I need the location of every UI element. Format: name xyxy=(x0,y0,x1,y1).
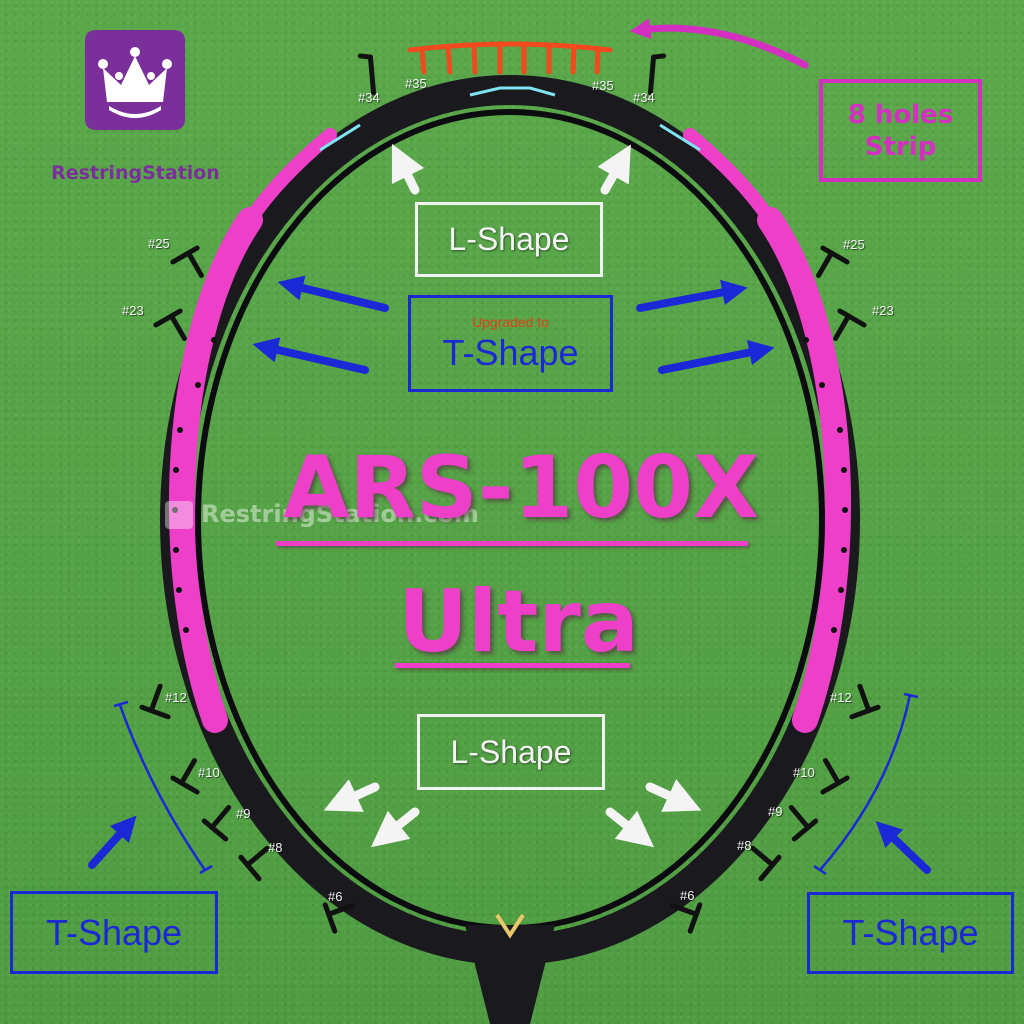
watermark-text: RestringStation.com xyxy=(201,500,479,528)
strip-box: 8 holes Strip xyxy=(819,79,982,182)
l-shape-top-box: L-Shape xyxy=(415,202,603,277)
pin-label-left-12: #12 xyxy=(165,690,187,705)
pin-label-left-9: #9 xyxy=(236,806,251,821)
magenta-arrow xyxy=(629,18,809,69)
l-shape-bottom-box: L-Shape xyxy=(417,714,605,790)
grommet-holes xyxy=(172,337,848,633)
l-shape-top-label: L-Shape xyxy=(448,221,570,257)
pin-label-left-8: #8 xyxy=(268,840,283,855)
pin-label-right-25: #25 xyxy=(843,237,865,252)
t-shape-right-label: T-Shape xyxy=(842,912,979,953)
white-arrows xyxy=(323,143,702,848)
l-shape-bottom-label: L-Shape xyxy=(450,733,572,770)
watermark: RestringStation.com xyxy=(165,500,479,529)
logo xyxy=(85,30,185,155)
t-shape-brackets xyxy=(113,692,919,876)
title-line2-underline xyxy=(395,663,630,668)
t-shape-right-box: T-Shape xyxy=(807,892,1014,974)
brand-name: RestringStation xyxy=(51,162,220,184)
t-shape-left-box: T-Shape xyxy=(10,891,218,974)
pin-label-right-12: #12 xyxy=(830,690,852,705)
pin-label-left-25: #25 xyxy=(148,236,170,251)
pin-label-left-10: #10 xyxy=(198,765,220,780)
pin-label-right-10: #10 xyxy=(793,765,815,780)
pin-label-right-6: #6 xyxy=(680,888,695,903)
pin-label-right-9: #9 xyxy=(768,804,783,819)
pin-label-top-right-35: #35 xyxy=(592,78,614,93)
eight-hole-strip-icon xyxy=(407,41,613,75)
t-shape-middle-box: Upgraded to T-Shape xyxy=(408,295,613,392)
pin-label-top-right-34: #34 xyxy=(633,90,655,105)
pin-label-right-23: #23 xyxy=(872,303,894,318)
pin-label-right-8: #8 xyxy=(737,838,752,853)
pin-label-left-6: #6 xyxy=(328,889,343,904)
crown-icon xyxy=(85,30,185,130)
upgraded-to-label: Upgraded to xyxy=(471,313,550,330)
pin-label-left-23: #23 xyxy=(122,303,144,318)
pin-label-top-left-34: #34 xyxy=(358,90,380,105)
grommet-pins xyxy=(142,53,878,931)
t-shape-middle-label: T-Shape xyxy=(442,331,579,373)
t-shape-left-label: T-Shape xyxy=(45,911,183,953)
title-line2: Ultra xyxy=(398,572,639,672)
racket-frame xyxy=(160,75,860,1024)
title-line1-underline xyxy=(276,541,748,546)
pin-label-top-left-35: #35 xyxy=(405,76,427,91)
strip-line2: Strip xyxy=(864,131,937,162)
blue-arrows xyxy=(88,275,931,874)
strip-line1: 8 holes xyxy=(847,99,954,130)
watermark-crown-icon xyxy=(165,501,193,529)
title-line1: ARS-100X xyxy=(283,438,760,538)
